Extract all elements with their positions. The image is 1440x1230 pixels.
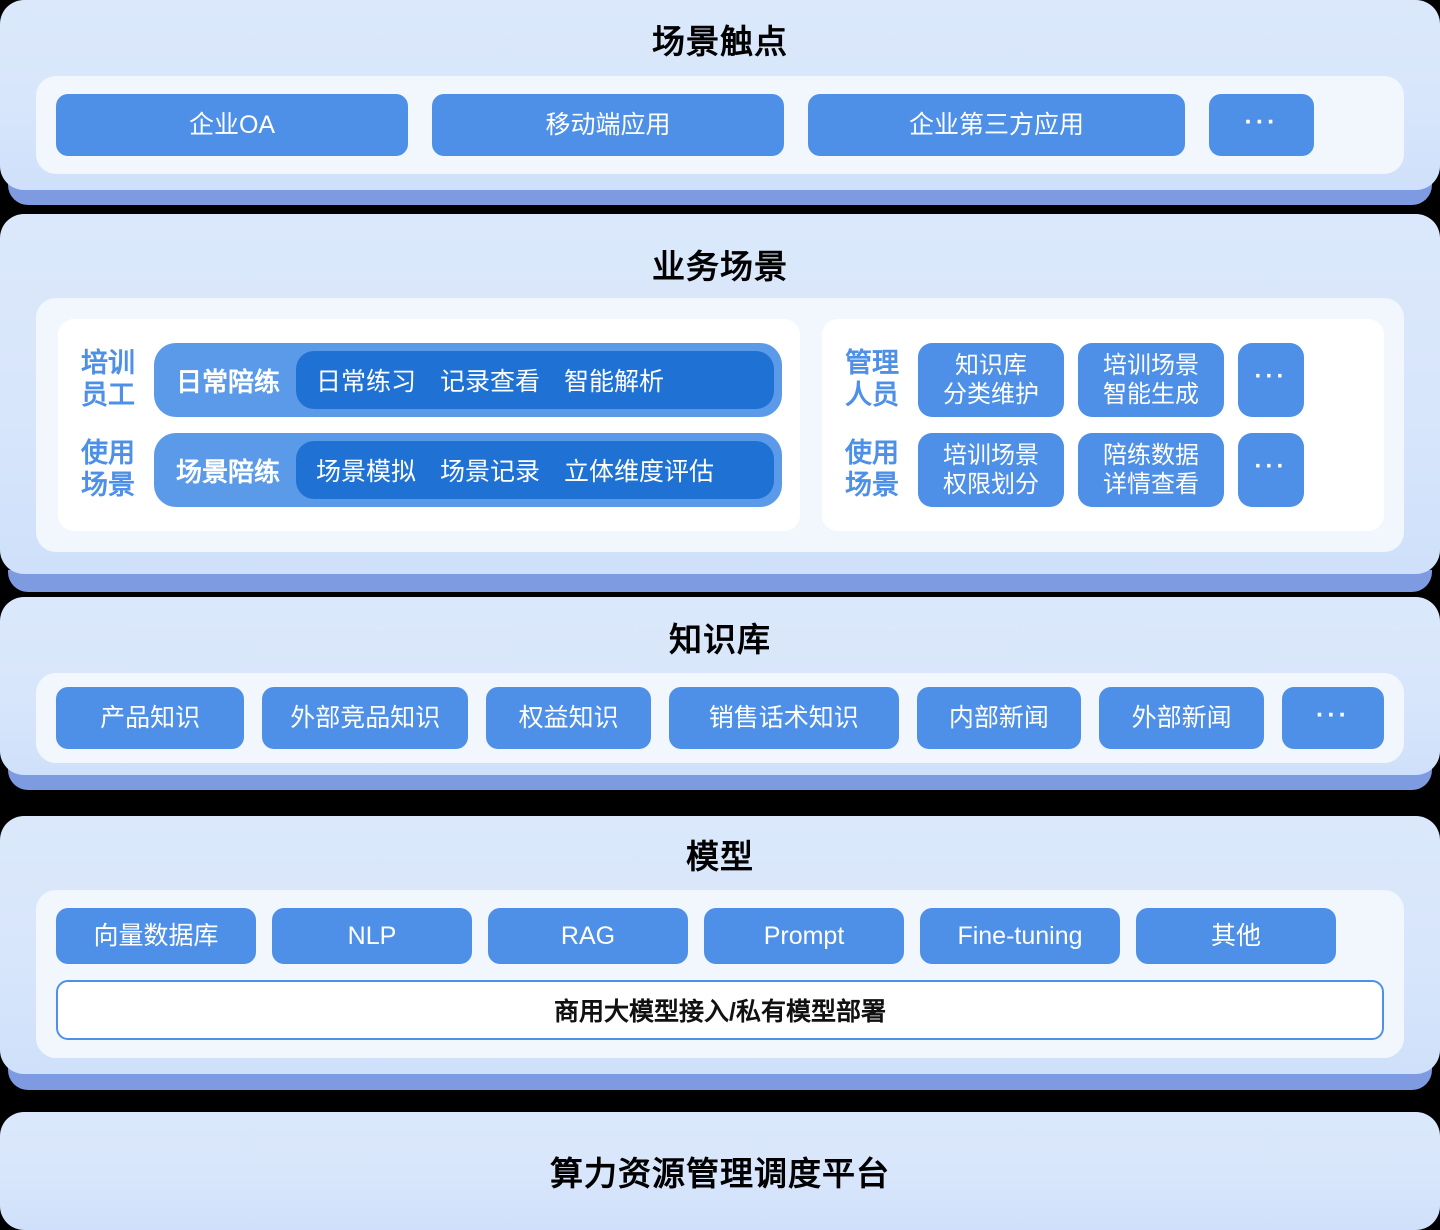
business-pill-daily-coaching[interactable]: 日常陪练 日常练习 记录查看 智能解析 [154, 343, 782, 417]
pill-head-label: 日常陪练 [176, 366, 281, 397]
layer-title-business: 业务场景 [652, 248, 788, 285]
business-left-group: 培训 员工 日常陪练 日常练习 记录查看 智能解析 使用 场景 [58, 319, 800, 531]
layer-panel: 模型 向量数据库 NLP RAG Prompt Fine-tuning 其他 商… [0, 816, 1440, 1074]
model-card: 向量数据库 NLP RAG Prompt Fine-tuning 其他 商用大模… [36, 890, 1404, 1058]
business-chip-coaching-data-details[interactable]: 陪练数据 详情查看 [1078, 433, 1224, 507]
business-row-admin-staff: 管理 人员 知识库 分类维护 培训场景 智能生成 ··· [840, 343, 1366, 417]
layer-model: 模型 向量数据库 NLP RAG Prompt Fine-tuning 其他 商… [0, 816, 1440, 1090]
layer-panel: 算力资源管理调度平台 [0, 1112, 1440, 1230]
business-chip-kb-category-maintenance[interactable]: 知识库 分类维护 [918, 343, 1064, 417]
pill-item[interactable]: 立体维度评估 [564, 458, 715, 486]
knowledge-chip-more-ellipsis[interactable]: ··· [1282, 687, 1385, 749]
business-right-group: 管理 人员 知识库 分类维护 培训场景 智能生成 ··· 使用 场景 培训场景 … [822, 319, 1384, 531]
touchpoint-chip-enterprise-oa[interactable]: 企业OA [56, 94, 408, 156]
pill-item[interactable]: 场景模拟 [316, 458, 417, 486]
layer-title-touchpoints: 场景触点 [652, 23, 788, 60]
model-chip-other[interactable]: 其他 [1136, 908, 1336, 964]
model-chip-rag[interactable]: RAG [488, 908, 688, 964]
business-row-usage-scenario-right: 使用 场景 培训场景 权限划分 陪练数据 详情查看 ··· [840, 433, 1366, 507]
pill-item[interactable]: 智能解析 [564, 368, 665, 396]
business-row-training-staff: 培训 员工 日常陪练 日常练习 记录查看 智能解析 [76, 343, 782, 417]
pill-head-label: 场景陪练 [176, 456, 281, 487]
knowledge-chip-internal-news[interactable]: 内部新闻 [916, 687, 1082, 749]
layer-base-plate [8, 570, 1432, 592]
layer-knowledge-base: 知识库 产品知识 外部竞品知识 权益知识 销售话术知识 内部新闻 外部新闻 ··… [0, 597, 1440, 790]
business-row-label: 使用 场景 [845, 438, 899, 500]
knowledge-chip-benefits[interactable]: 权益知识 [486, 687, 652, 749]
touchpoint-chip-more-ellipsis[interactable]: ··· [1209, 94, 1314, 156]
business-row-label: 管理 人员 [845, 348, 899, 410]
layer-title-knowledge: 知识库 [669, 621, 771, 658]
business-card: 培训 员工 日常陪练 日常练习 记录查看 智能解析 使用 场景 [36, 298, 1404, 552]
business-pill-scenario-coaching[interactable]: 场景陪练 场景模拟 场景记录 立体维度评估 [154, 433, 782, 507]
layer-title-model: 模型 [686, 838, 754, 875]
pill-item[interactable]: 场景记录 [440, 458, 541, 486]
layer-panel: 知识库 产品知识 外部竞品知识 权益知识 销售话术知识 内部新闻 外部新闻 ··… [0, 597, 1440, 775]
pill-inner-items: 场景模拟 场景记录 立体维度评估 [296, 441, 774, 499]
knowledge-card: 产品知识 外部竞品知识 权益知识 销售话术知识 内部新闻 外部新闻 ··· [36, 673, 1404, 763]
model-chip-fine-tuning[interactable]: Fine-tuning [920, 908, 1120, 964]
pill-inner-items: 日常练习 记录查看 智能解析 [296, 351, 774, 409]
pill-item[interactable]: 日常练习 [316, 368, 417, 396]
layer-business-scenarios: 业务场景 培训 员工 日常陪练 日常练习 记录查看 智能解析 [0, 214, 1440, 592]
knowledge-chip-external-news[interactable]: 外部新闻 [1099, 687, 1265, 749]
business-chip-more-ellipsis[interactable]: ··· [1238, 343, 1304, 417]
touchpoint-chip-third-party-app[interactable]: 企业第三方应用 [808, 94, 1185, 156]
business-row-usage-scenario-left: 使用 场景 场景陪练 场景模拟 场景记录 立体维度评估 [76, 433, 782, 507]
knowledge-chip-sales-script[interactable]: 销售话术知识 [669, 687, 899, 749]
business-chip-training-scenario-permissions[interactable]: 培训场景 权限划分 [918, 433, 1064, 507]
model-chip-vector-db[interactable]: 向量数据库 [56, 908, 256, 964]
knowledge-chip-external-competitor[interactable]: 外部竞品知识 [262, 687, 469, 749]
model-chip-row: 向量数据库 NLP RAG Prompt Fine-tuning 其他 [56, 908, 1384, 964]
layer-touchpoints: 场景触点 企业OA 移动端应用 企业第三方应用 ··· [0, 0, 1440, 205]
layer-panel: 业务场景 培训 员工 日常陪练 日常练习 记录查看 智能解析 [0, 214, 1440, 574]
business-chip-training-scenario-generation[interactable]: 培训场景 智能生成 [1078, 343, 1224, 417]
business-row-label: 使用 场景 [81, 438, 135, 500]
layer-panel: 场景触点 企业OA 移动端应用 企业第三方应用 ··· [0, 0, 1440, 190]
layer-compute-platform: 算力资源管理调度平台 [0, 1112, 1440, 1230]
layer-title-compute: 算力资源管理调度平台 [550, 1155, 890, 1192]
touchpoint-chip-mobile-app[interactable]: 移动端应用 [432, 94, 784, 156]
model-chip-prompt[interactable]: Prompt [704, 908, 904, 964]
pill-item[interactable]: 记录查看 [440, 368, 541, 396]
business-chip-more-ellipsis[interactable]: ··· [1238, 433, 1304, 507]
business-row-label: 培训 员工 [81, 348, 135, 410]
touchpoints-card: 企业OA 移动端应用 企业第三方应用 ··· [36, 76, 1404, 174]
knowledge-chip-product[interactable]: 产品知识 [56, 687, 245, 749]
model-chip-nlp[interactable]: NLP [272, 908, 472, 964]
model-deployment-box[interactable]: 商用大模型接入/私有模型部署 [56, 980, 1384, 1040]
